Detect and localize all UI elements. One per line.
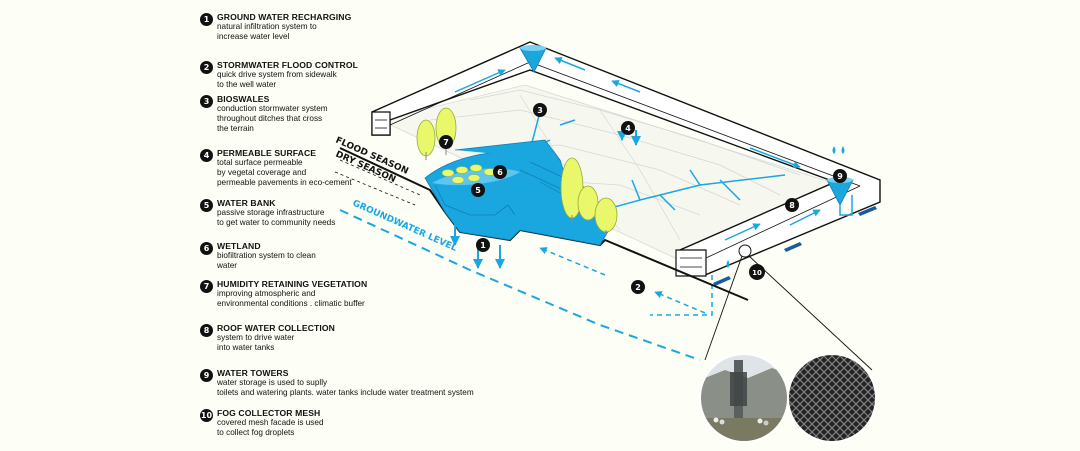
legend-desc-1: natural infiltration system to increase …	[217, 22, 317, 41]
svg-text:10: 10	[752, 269, 762, 277]
legend-title-5: WATER BANK	[217, 198, 276, 208]
marker-2: 2	[631, 280, 645, 294]
marker-1: 1	[476, 238, 490, 252]
tank-drain-lines	[650, 195, 853, 316]
water-tower-funnel-left	[519, 45, 547, 73]
svg-text:7: 7	[443, 138, 449, 147]
legend-title-9: WATER TOWERS	[217, 368, 289, 378]
svg-text:8: 8	[789, 201, 795, 210]
marker-10: 10	[749, 264, 765, 280]
svg-text:5: 5	[475, 186, 481, 195]
sidewalk-drains	[713, 206, 877, 286]
marker-8: 8	[785, 198, 799, 212]
legend-title-3: BIOSWALES	[217, 94, 270, 104]
legend-desc-2: quick drive system from sidewalk to the …	[217, 70, 337, 89]
marker-9: 9	[833, 169, 847, 183]
legend-number-5: 5	[200, 199, 213, 212]
legend-title-6: WETLAND	[217, 241, 261, 251]
legend-number-9: 9	[200, 369, 213, 382]
legend-title-7: HUMIDITY RETAINING VEGETATION	[217, 279, 368, 289]
legend-number-3: 3	[200, 95, 213, 108]
legend-title-8: ROOF WATER COLLECTION	[217, 323, 335, 333]
legend-desc-6: biofiltration system to clean water	[217, 251, 316, 270]
svg-text:2: 2	[635, 283, 641, 292]
roof-flow-arrows	[454, 57, 821, 241]
legend-number-8: 8	[200, 324, 213, 337]
fog-mesh-photo	[787, 353, 877, 443]
legend-number-10: 10	[200, 409, 213, 422]
legend-desc-9: water storage is used to suplly toilets …	[217, 378, 474, 397]
legend-desc-3: conduction stormwater system throughout …	[217, 104, 328, 133]
legend-number-1: 1	[200, 13, 213, 26]
svg-text:9: 9	[837, 172, 843, 181]
legend-number-7: 7	[200, 280, 213, 293]
svg-text:3: 3	[537, 106, 543, 115]
legend-desc-8: system to drive water into water tanks	[217, 333, 295, 352]
marker-6: 6	[493, 165, 507, 179]
svg-text:4: 4	[625, 124, 631, 133]
marker-7: 7	[439, 135, 453, 149]
marker-5: 5	[471, 183, 485, 197]
legend-title-2: STORMWATER FLOOD CONTROL	[217, 60, 359, 70]
legend-title-4: PERMEABLE SURFACE	[217, 148, 317, 158]
legend-number-6: 6	[200, 242, 213, 255]
stormwater-dashed-arrows	[539, 247, 706, 314]
legend-number-4: 4	[200, 149, 213, 162]
marker-3: 3	[533, 103, 547, 117]
mesh-callout	[704, 244, 873, 371]
svg-text:6: 6	[497, 168, 503, 177]
legend-title-10: FOG COLLECTOR MESH	[217, 408, 321, 418]
legend-desc-5: passive storage infrastructure to get wa…	[217, 208, 336, 227]
legend-title-1: GROUND WATER RECHARGING	[217, 12, 352, 22]
legend-desc-7: improving atmospheric and environmental …	[217, 289, 365, 308]
rain-drops	[726, 146, 845, 268]
svg-text:1: 1	[480, 241, 486, 250]
marker-4: 4	[621, 121, 635, 135]
wetland-plants	[441, 164, 497, 184]
fog-tower-photo	[699, 353, 789, 443]
legend-desc-4: total surface permeable by vegetal cover…	[217, 158, 352, 187]
legend-desc-10: covered mesh facade is used to collect f…	[217, 418, 324, 437]
legend-number-2: 2	[200, 61, 213, 74]
